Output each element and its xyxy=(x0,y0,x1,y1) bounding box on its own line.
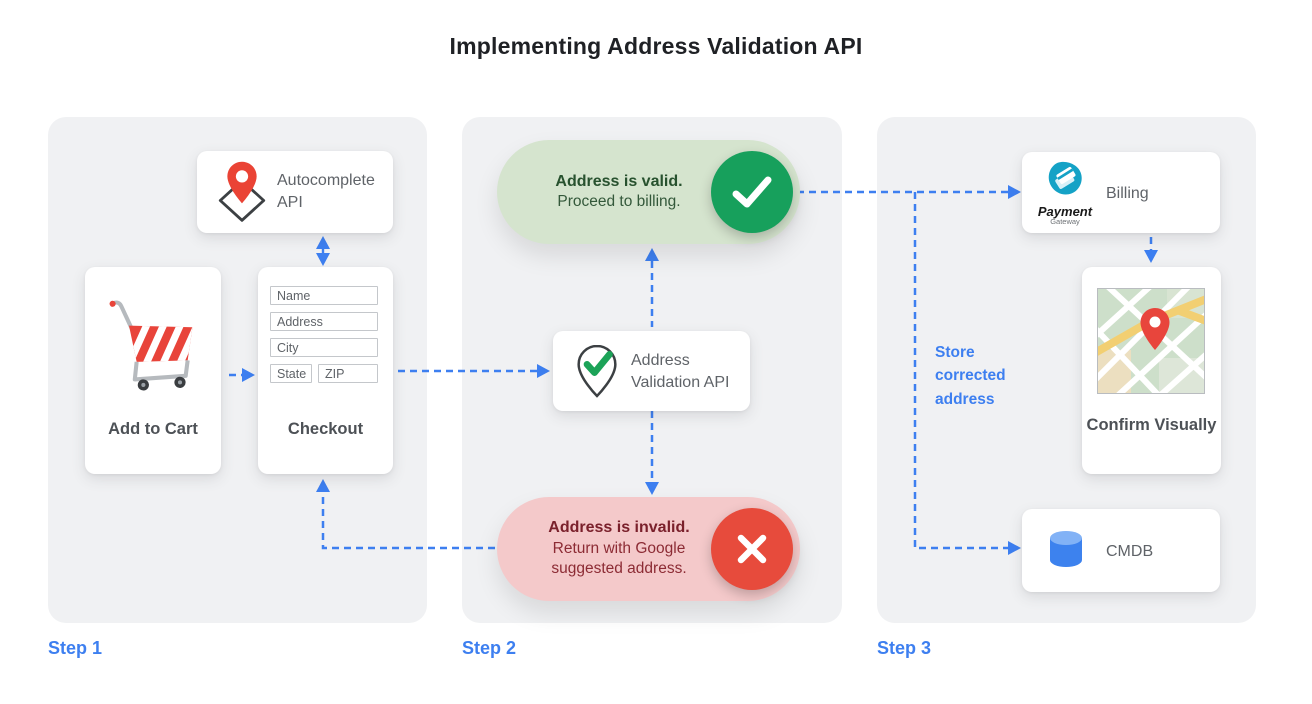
billing-card: Payment Gateway Billing xyxy=(1022,152,1220,233)
cmdb-card: CMDB xyxy=(1022,509,1220,592)
checkout-card: Name Address City State ZIP Checkout xyxy=(258,267,393,474)
database-cylinder-icon xyxy=(1050,531,1082,567)
confirm-visually-label: Confirm Visually xyxy=(1086,416,1217,434)
payment-logo-title: Payment xyxy=(1037,204,1093,219)
state-field: State xyxy=(270,364,312,383)
add-to-cart-card: Add to Cart xyxy=(85,267,221,474)
valid-status-circle xyxy=(711,151,793,233)
city-field: City xyxy=(270,338,378,357)
map-thumbnail xyxy=(1097,288,1205,394)
payment-gateway-logo: Payment Gateway xyxy=(1036,160,1094,226)
address-invalid-subtitle: Return with Google suggested address. xyxy=(551,540,687,578)
address-valid-pill: Address is valid. Proceed to billing. xyxy=(497,140,800,244)
check-icon xyxy=(732,176,772,208)
name-field: Name xyxy=(270,286,378,305)
step2-label: Step 2 xyxy=(462,638,517,658)
add-to-cart-label: Add to Cart xyxy=(108,420,198,438)
map-pin-check-icon xyxy=(577,344,617,398)
map-pin-diamond-icon xyxy=(218,161,266,222)
address-valid-title: Address is valid. xyxy=(555,172,683,190)
address-invalid-text: Address is invalid. Return with Google s… xyxy=(521,497,717,601)
page-title: Implementing Address Validation API xyxy=(449,33,863,59)
billing-label: Billing xyxy=(1106,185,1149,202)
autocomplete-api-label: Autocomplete API xyxy=(277,172,375,211)
payment-gateway-blob-icon xyxy=(1048,161,1082,195)
x-icon xyxy=(737,534,767,564)
invalid-status-circle xyxy=(711,508,793,590)
store-corrected-address-note: Store corrected address xyxy=(935,344,1006,408)
cmdb-label: CMDB xyxy=(1106,543,1154,560)
address-invalid-pill: Address is invalid. Return with Google s… xyxy=(497,497,800,601)
payment-logo-subtitle: Gateway xyxy=(1050,217,1080,226)
step3-label: Step 3 xyxy=(877,638,932,658)
step1-label: Step 1 xyxy=(48,638,103,658)
checkout-label: Checkout xyxy=(287,420,364,438)
address-valid-subtitle: Proceed to billing. xyxy=(557,193,681,211)
address-validation-api-label: Address Validation API xyxy=(631,352,730,391)
address-field: Address xyxy=(270,312,378,331)
confirm-visually-card: Confirm Visually xyxy=(1082,267,1221,474)
shopping-cart-icon xyxy=(109,300,195,391)
zip-field: ZIP xyxy=(318,364,378,383)
autocomplete-api-card: Autocomplete API xyxy=(197,151,393,233)
address-validation-api-card: Address Validation API xyxy=(553,331,750,411)
address-invalid-title: Address is invalid. xyxy=(548,519,690,537)
address-valid-text: Address is valid. Proceed to billing. xyxy=(521,140,717,244)
